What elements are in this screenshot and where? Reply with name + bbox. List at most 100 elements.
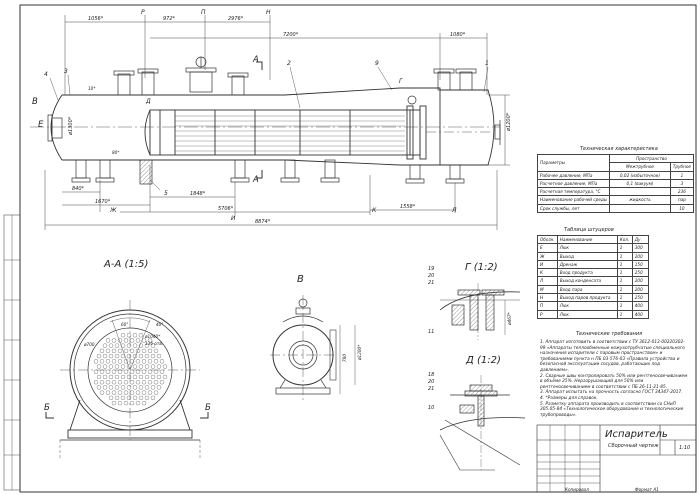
dim-5706: 5706* xyxy=(218,206,234,212)
detail-g-dim: ø467* xyxy=(507,312,512,325)
view-b-dim-780: 780 xyxy=(342,354,347,362)
detail-d-title: Д (1:2) xyxy=(466,355,501,366)
tech-char-cell: Расчетная температура, °С xyxy=(536,187,611,197)
tube-hole xyxy=(120,353,126,359)
view-b-title: В xyxy=(297,274,304,285)
tube-hole xyxy=(135,380,141,385)
tube-hole xyxy=(153,369,159,374)
tube-hole xyxy=(111,380,117,385)
tube-hole xyxy=(123,359,129,364)
tube-hole xyxy=(126,395,132,401)
table-row: Расчетная температура, °С 236 xyxy=(536,187,695,197)
tube-hole xyxy=(129,338,135,343)
tech-char-head-param: Параметры xyxy=(536,154,611,172)
tube-hole xyxy=(141,338,147,343)
nozzle-cell: Н xyxy=(537,293,558,303)
tube-hole xyxy=(117,390,123,395)
nozzles-head-cell: Обозн. xyxy=(537,234,558,245)
dim-40deg: 40° xyxy=(156,322,164,327)
tube-hole xyxy=(123,380,129,385)
detail-g-title: Г (1:2) xyxy=(465,262,498,273)
tube-hole xyxy=(99,359,105,364)
tube-hole xyxy=(123,348,129,354)
tube-hole xyxy=(105,359,111,364)
detail-d-21: 21 xyxy=(428,386,435,392)
top-nozzles xyxy=(113,56,477,105)
requirements-title: Технические требования xyxy=(576,331,643,337)
tube-hole xyxy=(108,364,114,369)
tube-hole xyxy=(129,359,135,364)
tube-hole xyxy=(153,390,159,395)
tube-hole xyxy=(108,343,114,348)
tube-hole xyxy=(129,348,135,354)
letter-l: Л xyxy=(452,207,457,214)
nozzle-cell: 200 xyxy=(631,276,650,286)
tube-hole xyxy=(156,353,162,359)
tube-hole xyxy=(114,374,120,380)
nozzle-cell: Ж xyxy=(537,251,558,261)
tube-hole xyxy=(114,395,120,401)
tube-hole xyxy=(147,380,153,385)
tube-hole xyxy=(126,385,132,390)
title-block-scale: 1:10 xyxy=(679,445,691,451)
tube-hole xyxy=(147,338,153,343)
tech-char-cell: Срок службы, лет xyxy=(536,203,611,214)
tube-hole xyxy=(159,369,165,374)
tech-char-title: Техническая характеристика xyxy=(580,146,658,152)
main-vessel xyxy=(50,87,495,166)
tube-hole xyxy=(93,380,99,385)
dim-d1200: ø1200* xyxy=(506,112,512,131)
tube-hole xyxy=(132,385,138,390)
table-row: Рабочее давление, МПа 0,02 (избыточное) … xyxy=(536,170,695,180)
nozzle-cell: 250 xyxy=(631,293,650,303)
tech-char-cell xyxy=(609,203,671,214)
tube-hole xyxy=(120,343,126,348)
detail-d-view xyxy=(439,375,526,471)
nozzle-cell: П xyxy=(537,301,558,311)
tech-char-subhead: Межтрубное Трубное xyxy=(538,162,695,172)
tube-hole xyxy=(93,359,99,364)
requirement-item: 3. Аппарат испытать на прочность согласн… xyxy=(540,390,683,396)
detail-d-20: 20 xyxy=(428,379,435,385)
tube-hole xyxy=(105,380,111,385)
callout-5: 5 xyxy=(164,190,168,197)
tech-char-head: Параметры Пространство xyxy=(536,153,694,172)
tube-hole xyxy=(120,395,126,401)
letter-k: К xyxy=(372,207,377,214)
tube-pattern xyxy=(93,333,168,406)
tube-hole xyxy=(135,390,141,395)
detail-g-view xyxy=(439,283,521,340)
tube-hole xyxy=(156,364,162,369)
tube-hole xyxy=(99,390,105,395)
detail-g-20: 20 xyxy=(428,273,435,279)
table-row: Расчетное давление, МПа 0,1 (вакуум) 3 xyxy=(536,178,695,189)
tube-hole xyxy=(126,333,132,338)
letter-e: Е xyxy=(38,120,44,130)
tube-hole xyxy=(138,364,144,369)
tube-hole xyxy=(96,374,102,380)
tube-hole xyxy=(108,374,114,380)
letter-b-left: Б xyxy=(44,403,50,413)
nozzle-cell: 200 xyxy=(631,284,650,295)
dim-972: 972* xyxy=(163,16,176,22)
tube-hole xyxy=(156,374,162,380)
tube-hole xyxy=(141,359,147,364)
tube-hole xyxy=(117,400,123,406)
tube-hole xyxy=(150,374,156,380)
tube-hole xyxy=(111,369,117,374)
tube-hole xyxy=(132,353,138,359)
tube-hole xyxy=(144,395,150,401)
tube-hole xyxy=(126,343,132,348)
detail-g-21: 21 xyxy=(428,280,435,286)
nozzle-cell: Е xyxy=(537,243,558,253)
tube-hole xyxy=(147,359,153,364)
tube-hole xyxy=(123,390,129,395)
table-row: Срок службы, лет 10 xyxy=(536,203,695,214)
requirement-item: 5. Разметку аппарата производить в соотв… xyxy=(540,401,684,418)
nozzle-cell: 250 xyxy=(631,268,650,278)
